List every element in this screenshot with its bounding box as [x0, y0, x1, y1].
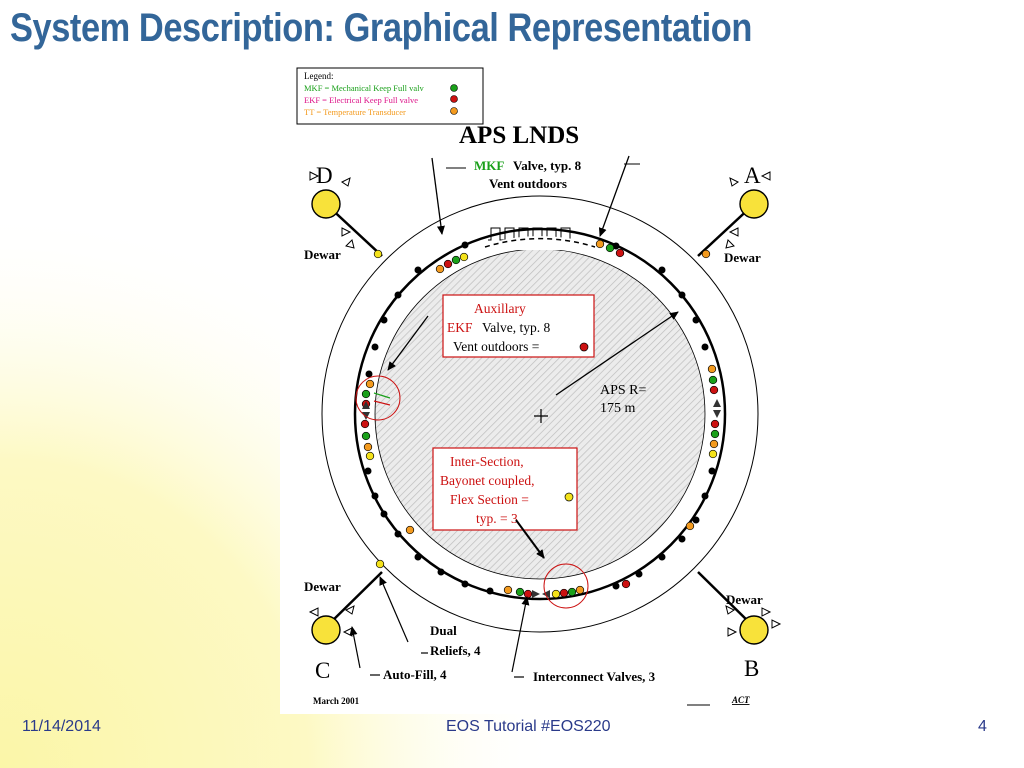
flex-section-highlight — [543, 563, 589, 609]
dewar-label-b: Dewar — [726, 592, 763, 607]
interconnect-arrow — [511, 596, 530, 673]
corner-label-c: C — [315, 658, 330, 683]
aps-radius-line-1: APS R= — [600, 383, 647, 398]
dewar-valve-symbols — [308, 171, 782, 637]
cryo-ring — [353, 227, 727, 601]
corner-label-d: D — [316, 163, 333, 188]
legend-mkf: MKF = Mechanical Keep Full valv — [304, 83, 425, 93]
corner-label-b: B — [744, 656, 759, 681]
aux-arrow — [387, 315, 429, 371]
inter-line-2: Bayonet coupled, — [440, 473, 534, 488]
legend-ekf: EKF = Electrical Keep Full valve — [304, 95, 418, 105]
interconnect-label: Interconnect Valves, 3 — [533, 669, 656, 684]
autofill-arrow — [349, 626, 361, 669]
mkf-tag: MKF — [474, 158, 504, 173]
interconnect-valve-symbols — [362, 399, 721, 598]
inter-line-1: Inter-Section, — [450, 454, 524, 469]
aux-line-3: Vent outdoors = — [453, 339, 539, 354]
legend-mkf-dot — [450, 84, 458, 92]
outer-ring — [321, 195, 759, 633]
radius-arrow — [555, 311, 679, 396]
mkf-valve-text: Valve, typ. 8 — [513, 158, 582, 173]
act-label: ACT — [731, 695, 750, 705]
inter-line-4: typ. = 3 — [476, 511, 518, 526]
dewar-label-c: Dewar — [304, 579, 341, 594]
dewar-label-d: Dewar — [304, 247, 341, 262]
legend-tt: TT = Temperature Transducer — [304, 107, 406, 117]
ring-node-dots — [364, 241, 716, 595]
dual-reliefs-line-1: Dual — [430, 623, 457, 638]
page-number: 4 — [978, 718, 987, 735]
dewar-label-a: Dewar — [724, 250, 761, 265]
corner-label-a: A — [744, 163, 761, 188]
dewar-vessels — [311, 189, 769, 645]
mkf-vent-text: Vent outdoors — [489, 176, 567, 191]
mkf-arrow-left — [431, 157, 445, 235]
legend-tt-dot — [450, 107, 458, 115]
aux-line-2: Valve, typ. 8 — [482, 320, 550, 335]
lnds-diagram: Legend: MKF = Mechanical Keep Full valv … — [280, 64, 800, 714]
date-stamp: March 2001 — [313, 696, 360, 706]
inter-line-3: Flex Section = — [450, 492, 529, 507]
dual-reliefs-arrow — [379, 576, 409, 643]
autofill-label: Auto-Fill, 4 — [383, 667, 447, 682]
legend-ekf-dot — [450, 95, 458, 103]
aux-ekf-highlight — [355, 375, 401, 421]
legend-box: Legend: MKF = Mechanical Keep Full valv … — [296, 67, 484, 125]
inter-section-callout: Inter-Section, Bayonet coupled, Flex Sec… — [432, 447, 578, 531]
aux-ekf-tag: EKF — [447, 320, 473, 335]
footer-title: EOS Tutorial #EOS220 — [446, 718, 611, 735]
mkf-arrow-right — [598, 155, 630, 237]
slide-title: System Description: Graphical Representa… — [10, 6, 752, 50]
footer-date: 11/14/2014 — [22, 718, 101, 735]
inter-section-arrow — [515, 519, 545, 559]
aux-ekf-callout: Auxillary EKF Valve, typ. 8 Vent outdoor… — [442, 294, 595, 358]
aux-line-1: Auxillary — [474, 301, 526, 316]
lnds-diagram-svg: Legend: MKF = Mechanical Keep Full valv … — [296, 67, 782, 706]
dual-reliefs-line-2: Reliefs, 4 — [430, 643, 481, 658]
diagram-title: APS LNDS — [459, 122, 579, 149]
aps-radius-line-2: 175 m — [600, 401, 636, 416]
center-mark — [534, 409, 548, 423]
legend-heading: Legend: — [304, 71, 334, 81]
